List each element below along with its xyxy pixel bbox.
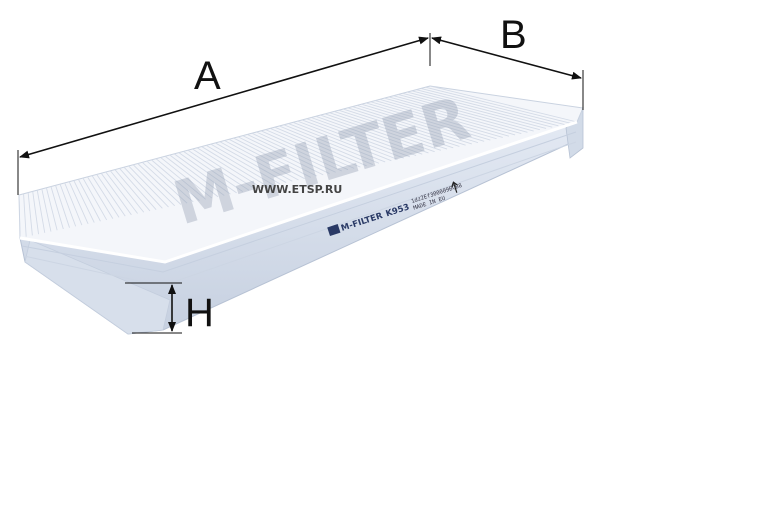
pleat-line — [50, 186, 64, 230]
dimension-b-line — [431, 36, 582, 80]
pleat-line — [178, 152, 237, 194]
pleat-line — [96, 174, 126, 217]
filter-skirt — [24, 239, 171, 335]
pleat-line — [91, 175, 120, 218]
airflow-arrow-icon — [451, 181, 458, 193]
dimension-b: B — [431, 13, 584, 110]
pleat-line — [64, 182, 83, 226]
pleat-line — [27, 192, 33, 236]
pleat-line — [114, 169, 151, 212]
pleat-line — [87, 176, 114, 219]
dimension-a-line — [19, 36, 429, 159]
pleat-line — [68, 181, 89, 225]
pleat-line — [105, 171, 138, 214]
pleat-line — [160, 157, 213, 199]
pleat-line — [137, 163, 182, 205]
pleat-line — [411, 90, 553, 128]
pleat-line — [141, 161, 188, 204]
pleat-line — [169, 154, 225, 196]
pleat-line — [155, 158, 206, 200]
pleat-line — [32, 191, 40, 235]
dimension-b-label: B — [500, 13, 527, 57]
pleat-line — [128, 165, 169, 208]
pleat-line — [45, 187, 58, 231]
filter-body — [18, 85, 584, 335]
pleat-line — [59, 183, 77, 227]
pleat-line — [420, 87, 565, 126]
pleat-line — [100, 172, 132, 216]
pleat-line — [164, 155, 219, 198]
pleat-line — [425, 86, 571, 124]
pleat-line — [77, 179, 101, 222]
pleat-line — [174, 153, 231, 195]
pleat-line — [151, 159, 200, 201]
pleat-line — [55, 185, 70, 228]
pleat-line — [23, 193, 27, 237]
dimension-a-label: A — [194, 54, 221, 98]
pleat-line — [407, 91, 547, 129]
pleat-line — [429, 86, 578, 123]
pleat-line — [416, 89, 559, 127]
pleat-line — [132, 164, 176, 207]
pleat-line — [73, 180, 95, 223]
pleat-line — [82, 177, 108, 221]
site-watermark: WWW.ETSP.RU — [252, 183, 342, 196]
filter-frame-edge — [19, 120, 578, 264]
dimension-a: A — [17, 33, 431, 195]
dimension-h-label: H — [185, 291, 214, 335]
dimension-h: H — [125, 282, 214, 335]
pleat-line — [119, 168, 157, 210]
pleat-line — [146, 160, 194, 203]
pleat-line — [123, 166, 163, 209]
brand-logo-icon — [327, 224, 341, 236]
pleat-line — [36, 190, 46, 233]
pleat-line — [109, 170, 145, 213]
pleat-line — [41, 188, 52, 232]
